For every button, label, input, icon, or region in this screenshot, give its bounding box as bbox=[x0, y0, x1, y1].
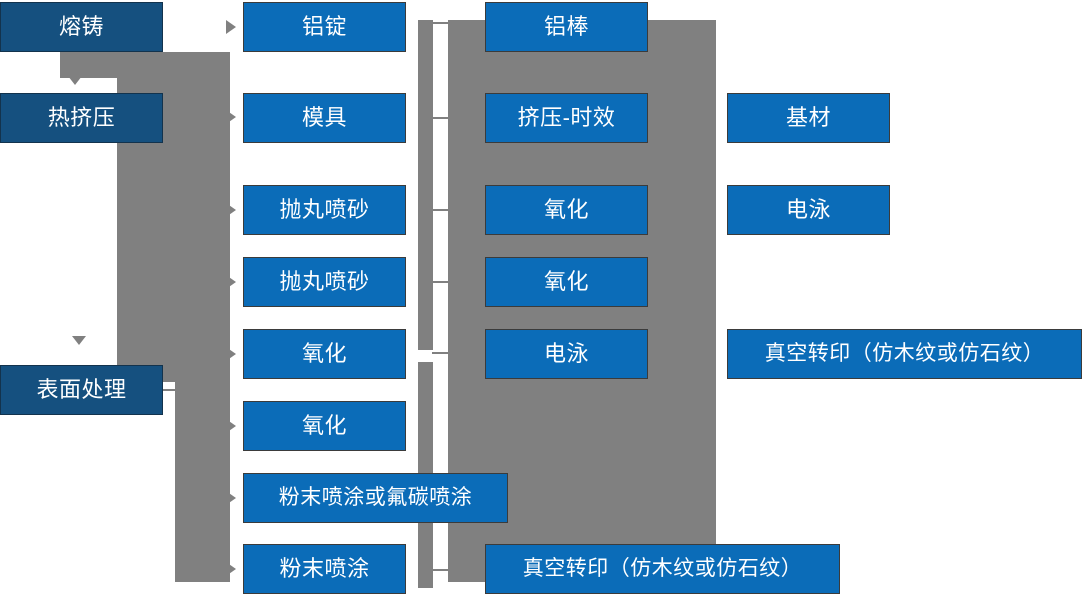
stage-label: 熔铸 bbox=[58, 13, 104, 39]
box-shadow-strip bbox=[248, 90, 409, 94]
box-shadow-strip bbox=[732, 90, 893, 94]
material-label: 氧化 bbox=[301, 340, 347, 366]
material-box-shot-blasting-2[interactable]: 抛丸喷砂 bbox=[243, 254, 409, 307]
material-label: 粉末喷涂或氟碳喷涂 bbox=[278, 486, 473, 510]
arrow-to-mat-1 bbox=[226, 20, 236, 34]
tie-2 bbox=[432, 117, 450, 119]
output-label: 电泳 bbox=[785, 196, 831, 222]
process-label: 真空转印（仿木纹或仿石纹） bbox=[522, 557, 803, 581]
arrow-to-mat-2 bbox=[226, 110, 236, 124]
box-shadow-strip bbox=[732, 326, 1084, 330]
process-box-oxidation-2[interactable]: 氧化 bbox=[485, 254, 651, 307]
arrow-to-out-2 bbox=[702, 203, 712, 217]
process-label: 挤压-时效 bbox=[517, 104, 616, 130]
arrow-to-mat-5 bbox=[226, 347, 236, 361]
material-box-aluminum-ingot[interactable]: 铝锭 bbox=[243, 0, 409, 52]
process-box-vacuum-transfer-printing[interactable]: 真空转印（仿木纹或仿石纹） bbox=[485, 541, 843, 594]
stage-box-hot-extrusion[interactable]: 热挤压 bbox=[0, 90, 166, 143]
connector-bracket-upper bbox=[418, 20, 433, 350]
tie-6 bbox=[432, 569, 450, 571]
stage-box-surface-treatment[interactable]: 表面处理 bbox=[0, 362, 166, 415]
box-shadow-strip bbox=[248, 541, 409, 545]
box-shadow-strip bbox=[248, 398, 409, 402]
arrow-to-mat-6 bbox=[226, 419, 236, 433]
tie-3 bbox=[432, 209, 450, 211]
material-label: 粉末喷涂 bbox=[279, 555, 370, 581]
material-label: 氧化 bbox=[301, 412, 347, 438]
arrow-to-out-3 bbox=[702, 347, 712, 361]
material-label: 铝锭 bbox=[301, 13, 347, 39]
material-box-oxidation-2[interactable]: 氧化 bbox=[243, 398, 409, 451]
material-box-mold[interactable]: 模具 bbox=[243, 90, 409, 143]
box-shadow-strip bbox=[248, 254, 409, 258]
connector-stage3-stub bbox=[163, 389, 193, 391]
process-box-aluminum-bar[interactable]: 铝棒 bbox=[485, 0, 651, 52]
process-box-extrusion-aging[interactable]: 挤压-时效 bbox=[485, 90, 651, 143]
tie-4 bbox=[432, 281, 450, 283]
process-label: 电泳 bbox=[543, 340, 589, 366]
stage-box-melting[interactable]: 熔铸 bbox=[0, 0, 166, 52]
output-label: 基材 bbox=[785, 104, 831, 130]
box-shadow-strip bbox=[732, 182, 893, 186]
tie-5 bbox=[432, 352, 450, 354]
process-box-oxidation-1[interactable]: 氧化 bbox=[485, 182, 651, 235]
material-label: 模具 bbox=[301, 104, 347, 130]
material-box-oxidation-1[interactable]: 氧化 bbox=[243, 326, 409, 379]
process-label: 氧化 bbox=[543, 268, 589, 294]
box-shadow-strip bbox=[5, 0, 166, 3]
arrow-to-mat-3 bbox=[226, 203, 236, 217]
material-box-powder-or-fluorocarbon-coating[interactable]: 粉末喷涂或氟碳喷涂 bbox=[243, 470, 511, 523]
arrow-to-mat-4 bbox=[226, 275, 236, 289]
output-box-vacuum-transfer-printing[interactable]: 真空转印（仿木纹或仿石纹） bbox=[727, 326, 1084, 379]
box-shadow-strip bbox=[248, 182, 409, 186]
material-label: 抛丸喷砂 bbox=[279, 268, 370, 294]
material-box-shot-blasting-1[interactable]: 抛丸喷砂 bbox=[243, 182, 409, 235]
arrow-to-out-1 bbox=[702, 111, 712, 125]
process-box-electrophoresis[interactable]: 电泳 bbox=[485, 326, 651, 379]
arrow-down-stage2 bbox=[68, 76, 82, 85]
arrow-to-mat-7 bbox=[226, 491, 236, 505]
stage-label: 表面处理 bbox=[36, 376, 127, 402]
arrow-to-mat-8 bbox=[226, 562, 236, 576]
output-label: 真空转印（仿木纹或仿石纹） bbox=[764, 342, 1045, 366]
box-shadow-strip bbox=[490, 0, 651, 3]
tie-1 bbox=[432, 22, 450, 24]
output-box-base-material[interactable]: 基材 bbox=[727, 90, 893, 143]
box-shadow-strip bbox=[248, 326, 409, 330]
process-label: 铝棒 bbox=[543, 13, 589, 39]
stage-label: 热挤压 bbox=[47, 104, 116, 130]
material-label: 抛丸喷砂 bbox=[279, 196, 370, 222]
material-box-powder-coating[interactable]: 粉末喷涂 bbox=[243, 541, 409, 594]
box-shadow-strip bbox=[248, 0, 409, 3]
output-box-electrophoresis[interactable]: 电泳 bbox=[727, 182, 893, 235]
arrow-down-stage3 bbox=[72, 336, 86, 345]
connector-main-trunk-lower bbox=[175, 52, 230, 582]
process-label: 氧化 bbox=[543, 196, 589, 222]
